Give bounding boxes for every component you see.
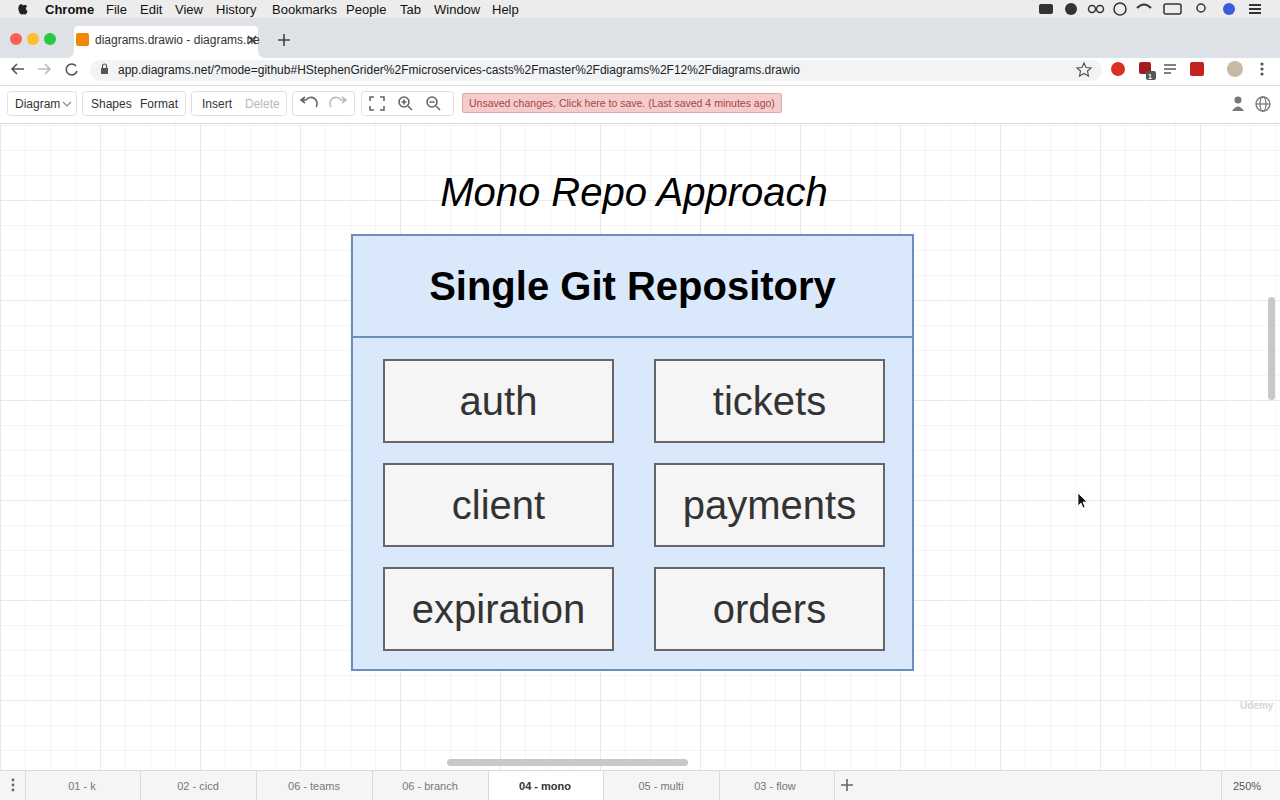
toolbar-button: Insert <box>202 98 232 110</box>
tab-strip <box>0 18 1280 58</box>
active-tab <box>66 26 266 58</box>
menu-item: Tab <box>400 3 421 16</box>
menu-item: Chrome <box>45 3 94 16</box>
zoom-in-icon <box>399 97 412 110</box>
page-tab: 06 - teams <box>288 781 340 792</box>
fit-icon <box>370 97 384 110</box>
watermark: Udemy <box>1240 701 1273 711</box>
canvas-grid <box>0 124 1280 770</box>
lock-icon <box>101 68 108 74</box>
page-tab: 06 - branch <box>402 781 458 792</box>
add-page-button <box>841 779 853 791</box>
address-bar-row <box>0 58 1280 85</box>
service-name: tickets <box>713 379 826 424</box>
toolbar-button: Diagram <box>15 98 60 110</box>
page-tab-dividers <box>26 771 1222 800</box>
menu-item: File <box>106 3 127 16</box>
undo-icon <box>301 97 317 107</box>
vertical-scrollbar <box>1268 297 1275 400</box>
service-box: tickets <box>654 359 885 443</box>
badge-count: 1 <box>1148 73 1152 80</box>
toolbar-button: Format <box>140 98 178 110</box>
repository-container: Single Git Repository auth tickets client pa… <box>351 234 914 671</box>
menu-item: Edit <box>140 3 162 16</box>
page-menu-dots <box>12 779 15 792</box>
bookmark-star <box>1077 63 1091 76</box>
save-notice: Unsaved changes. Click here to save. (La… <box>462 93 782 114</box>
menu-item: Window <box>434 3 480 16</box>
menu-item: Bookmarks <box>272 3 337 16</box>
extension-badge <box>1146 71 1156 80</box>
service-name: orders <box>713 587 826 632</box>
toolbar-groups <box>8 92 454 116</box>
mouse-cursor <box>1078 493 1087 508</box>
container-header: Single Git Repository <box>353 236 912 338</box>
container-title: Single Git Repository <box>429 264 836 309</box>
close-button <box>10 33 22 45</box>
dropdown-caret <box>63 102 71 106</box>
service-box: expiration <box>383 567 614 651</box>
canvas <box>0 124 1280 770</box>
menu-dots <box>1260 62 1263 75</box>
page-tab: 01 - k <box>68 781 96 792</box>
service-box: client <box>383 463 614 547</box>
reload-button <box>66 64 77 75</box>
service-box: payments <box>654 463 885 547</box>
service-name: payments <box>683 483 856 528</box>
new-tab <box>278 34 290 46</box>
redo-icon <box>330 97 346 107</box>
page-tab: 05 - multi <box>638 781 683 792</box>
menu-item: People <box>346 3 386 16</box>
service-name: expiration <box>412 587 585 632</box>
service-name: client <box>452 483 545 528</box>
page-tab: 04 - mono <box>519 781 571 792</box>
menu-item: View <box>175 3 203 16</box>
language-icon <box>1256 97 1270 111</box>
url-text: app.diagrams.net/?mode=github#HStephenGr… <box>118 64 800 76</box>
back-button <box>12 64 24 74</box>
forward-button <box>38 64 50 74</box>
menu-bar <box>0 0 1280 18</box>
zoom-out-icon <box>427 97 440 110</box>
service-box: orders <box>654 567 885 651</box>
active-page-tab <box>488 771 603 800</box>
status-icons <box>1039 3 1261 15</box>
user-icon <box>1232 97 1244 112</box>
diagram-title: Mono Repo Approach <box>440 172 828 212</box>
omnibox <box>90 60 1102 81</box>
page-tab: 03 - flow <box>754 781 796 792</box>
toolbar-button: Shapes <box>91 98 132 110</box>
toolbar-button: Delete <box>245 98 280 110</box>
page-tab: 02 - cicd <box>177 781 219 792</box>
extension-icon <box>1111 62 1125 76</box>
profile-avatar <box>1227 61 1243 77</box>
zoom-button <box>44 33 56 45</box>
menu-item: History <box>216 3 256 16</box>
horizontal-scrollbar <box>447 759 688 766</box>
app-toolbar <box>0 85 1280 123</box>
page-tabs-bar <box>0 770 1280 800</box>
tab-favicon <box>76 33 89 46</box>
menu-item: Help <box>492 3 519 16</box>
apple-logo <box>18 4 27 15</box>
minimize-button <box>27 33 39 45</box>
service-name: auth <box>460 379 538 424</box>
tab-title: diagrams.drawio - diagrams.ne <box>95 34 260 46</box>
zoom-level: 250% <box>1233 781 1261 792</box>
canvas-grid <box>0 124 1280 770</box>
service-box: auth <box>383 359 614 443</box>
extension-icon <box>1164 65 1176 73</box>
extension-icon <box>1190 62 1204 76</box>
